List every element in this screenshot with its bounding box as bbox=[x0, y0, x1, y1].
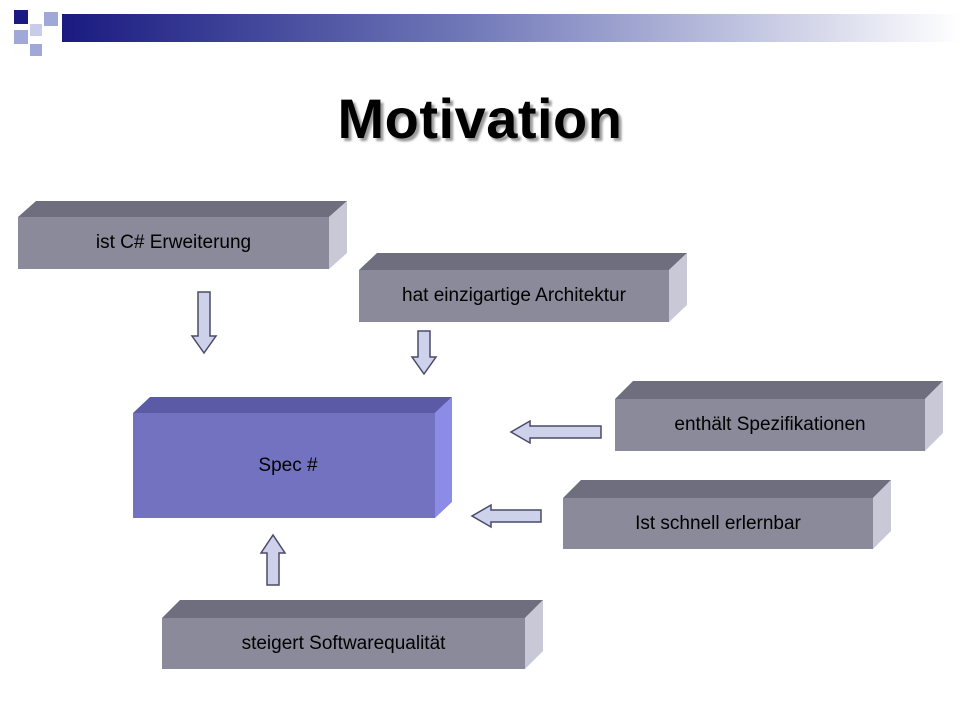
box-specs-front bbox=[615, 399, 925, 451]
box-csharp-side bbox=[329, 201, 347, 269]
box-quality-front bbox=[162, 618, 525, 669]
box-architecture-side bbox=[669, 253, 687, 322]
header-square-3 bbox=[14, 30, 28, 44]
label-specs: enthält Spezifikationen bbox=[674, 414, 866, 435]
header-decoration bbox=[14, 10, 960, 56]
box-learn-front bbox=[563, 498, 873, 549]
box-specs bbox=[615, 381, 943, 451]
box-specs-side bbox=[925, 381, 943, 451]
box-architecture-top bbox=[359, 253, 687, 270]
label-csharp: ist C# Erweiterung bbox=[95, 232, 252, 253]
label-learn: Ist schnell erlernbar bbox=[635, 512, 801, 534]
box-center-front bbox=[133, 413, 435, 518]
header-square-2 bbox=[44, 12, 58, 26]
box-quality-side bbox=[525, 600, 543, 669]
arrow-down-middle bbox=[410, 330, 438, 376]
box-architecture-front bbox=[359, 270, 669, 322]
box-center-top bbox=[133, 397, 452, 413]
box-learn-side bbox=[873, 480, 891, 549]
arrow-left-lower bbox=[470, 503, 542, 529]
box-center bbox=[133, 397, 452, 518]
box-learn bbox=[563, 480, 891, 549]
box-quality bbox=[162, 600, 543, 669]
slide-title: Motivation bbox=[337, 87, 623, 150]
box-quality-top bbox=[162, 600, 543, 618]
header-square-5 bbox=[30, 44, 42, 56]
arrow-down-left bbox=[190, 291, 218, 355]
box-specs-top bbox=[615, 381, 943, 399]
header-bar bbox=[62, 14, 960, 42]
box-csharp-front bbox=[18, 217, 329, 269]
box-csharp bbox=[18, 201, 347, 269]
label-center: Spec # bbox=[258, 454, 318, 476]
arrow-left-upper bbox=[509, 419, 602, 445]
label-architecture: hat einzigartige Architektur bbox=[402, 285, 626, 306]
box-csharp-top bbox=[18, 201, 347, 217]
box-architecture bbox=[359, 253, 687, 322]
label-quality: steigert Softwarequalität bbox=[241, 632, 446, 654]
header-square-1 bbox=[14, 10, 28, 24]
header-square-4 bbox=[30, 24, 42, 36]
arrow-up-bottom bbox=[259, 533, 287, 586]
box-learn-top bbox=[563, 480, 891, 498]
box-center-side bbox=[435, 397, 452, 518]
